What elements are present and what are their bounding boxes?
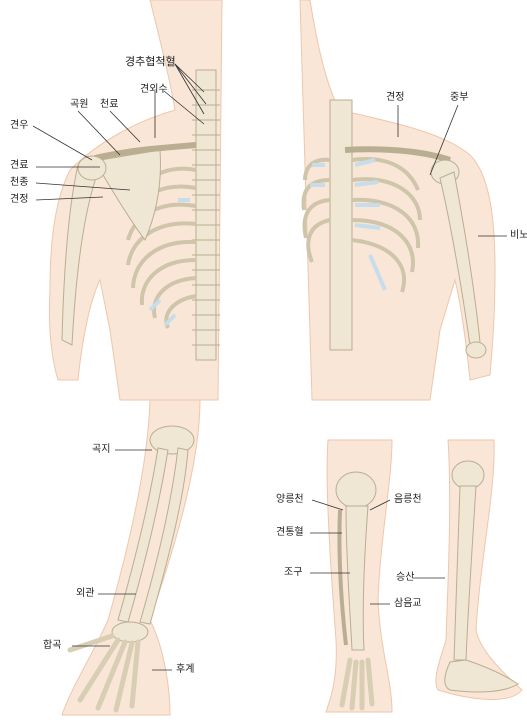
label-hapgok: 합곡 [43, 640, 61, 652]
label-gyeongchu-hyeopcheok: 경추협척혈 [125, 56, 176, 68]
front-elbow [466, 342, 486, 358]
label-eumneungcheon: 음릉천 [394, 494, 422, 506]
legs-figure [326, 440, 522, 712]
label-sameumgyo: 삼음교 [394, 598, 422, 610]
label-gyeonjeong-back: 견정 [10, 194, 28, 206]
front-torso-figure [300, 0, 495, 400]
label-gyeonjeong-front: 견정 [386, 92, 404, 104]
knee-cap [336, 472, 376, 508]
label-jogu: 조구 [284, 567, 302, 579]
side-knee [452, 461, 484, 489]
label-yangneungcheon: 양릉천 [276, 494, 304, 506]
label-gyeonryo: 견료 [10, 160, 28, 172]
label-seungsan: 승산 [396, 572, 414, 584]
label-cheonjong: 천종 [10, 177, 28, 189]
label-oegwan: 외관 [76, 588, 94, 600]
label-jungbu: 중부 [450, 92, 468, 104]
label-gokji: 곡지 [92, 444, 110, 456]
label-gyeonu: 견우 [10, 120, 28, 132]
back-spine [192, 70, 220, 360]
label-cheonryo: 천료 [100, 99, 118, 111]
label-gyeonoesu: 견외수 [140, 84, 168, 96]
label-gyeontonghyeol: 견통혈 [276, 527, 304, 539]
front-spine [330, 100, 352, 350]
label-binoe: 비노 [510, 230, 527, 242]
label-hugye: 후계 [176, 664, 194, 676]
label-gogwon: 곡원 [70, 99, 88, 111]
